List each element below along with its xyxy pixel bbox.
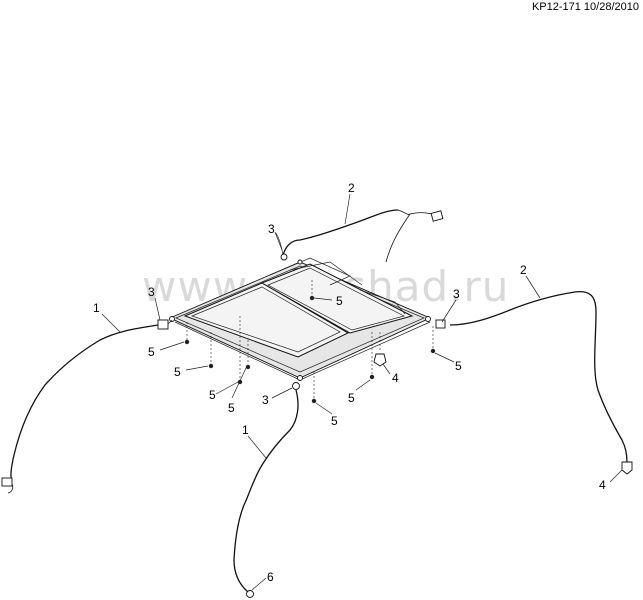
callout-3-right: 3 (453, 287, 460, 301)
callout-1-center: 1 (242, 423, 249, 437)
callout-4-right: 4 (599, 478, 606, 492)
drain-hoses (1, 209, 633, 598)
callout-5-d: 5 (228, 401, 235, 415)
callout-5-a: 5 (148, 345, 155, 359)
left-drain-hose (10, 324, 159, 485)
diagram-reference-code: KP12-171 10/28/2010 (531, 1, 639, 13)
sunroof-front-glass (183, 282, 350, 358)
grommet-center (373, 353, 387, 367)
callout-5-c: 5 (209, 388, 216, 402)
callout-5-b: 5 (174, 365, 181, 379)
callout-3-top: 3 (268, 222, 275, 236)
right-drain-hose (449, 290, 597, 326)
screw-e (311, 398, 317, 404)
callout-5-f: 5 (336, 294, 343, 308)
sunroof-rear-glass (260, 263, 414, 334)
center-drain-hose (233, 389, 299, 593)
callout-5-e: 5 (331, 414, 338, 428)
callout-labels: 1 1 2 2 3 3 3 3 4 4 5 5 5 5 5 5 5 5 6 (93, 181, 606, 584)
screw-f (309, 295, 315, 301)
connector-top (280, 253, 288, 261)
front-drain-hose-top (282, 209, 399, 257)
callout-2-top: 2 (348, 181, 355, 195)
callout-1-left: 1 (93, 301, 100, 315)
connector-left (157, 319, 169, 330)
grommet-bottom (246, 590, 254, 598)
callout-4-center: 4 (392, 371, 399, 385)
callout-6: 6 (267, 570, 274, 584)
connector-center (292, 382, 300, 390)
screw-a (184, 339, 190, 345)
screw-g (369, 374, 375, 380)
callout-2-right: 2 (520, 263, 527, 277)
grommet-right (621, 461, 633, 475)
callout-5-h: 5 (455, 359, 462, 373)
callout-5-g: 5 (348, 391, 355, 405)
leader-lines (101, 193, 623, 591)
screw-d (245, 364, 251, 370)
callout-3-left: 3 (148, 285, 155, 299)
callout-3-center: 3 (262, 393, 269, 407)
screw-b (208, 363, 214, 369)
sunroof-module (168, 257, 432, 381)
connector-right (435, 319, 446, 329)
screw-h (430, 348, 436, 354)
